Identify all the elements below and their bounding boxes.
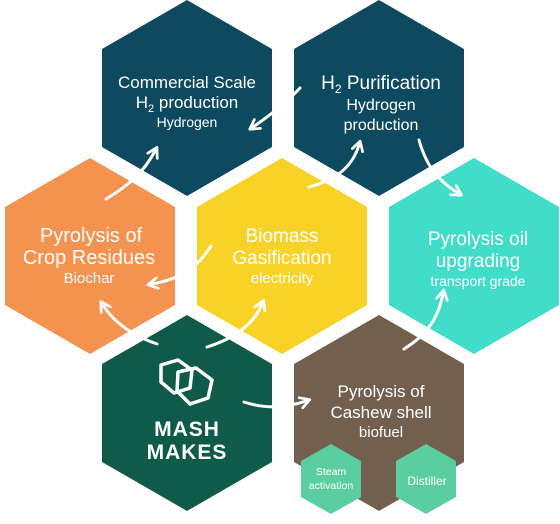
arrow-biomass-to-crop bbox=[146, 244, 213, 290]
hex-mash-makes bbox=[102, 315, 272, 511]
commercial-line2: H2 production bbox=[136, 93, 239, 115]
oil-line3: transport grade bbox=[431, 273, 526, 289]
steam-line1: Steam bbox=[316, 466, 347, 478]
hex-commercial bbox=[102, 0, 272, 196]
commercial-subscript: 2 bbox=[148, 103, 154, 115]
steam-line2: activation bbox=[309, 480, 354, 492]
mash-makes-logo-icon bbox=[159, 358, 214, 406]
biomass-line1: Biomass bbox=[246, 226, 319, 247]
purification-h: H bbox=[321, 73, 335, 94]
crop-line1: Pyrolysis of bbox=[40, 225, 143, 247]
distiller-label: Distiller bbox=[407, 474, 446, 488]
cashew-line1: Pyrolysis of bbox=[338, 382, 425, 401]
purification-title: Purification bbox=[342, 73, 441, 94]
arrow-crop-to-commercial bbox=[104, 146, 159, 201]
oil-line2: upgrading bbox=[436, 251, 521, 272]
arrow-mash-to-biomass bbox=[205, 298, 267, 349]
commercial-h: H bbox=[136, 93, 148, 112]
biomass-line3: electricity bbox=[251, 270, 314, 287]
arrow-purification-to-oil bbox=[417, 138, 463, 197]
crop-line3: Biochar bbox=[64, 270, 115, 287]
crop-line2: Crop Residues bbox=[23, 247, 155, 269]
arrow-mash-to-cashew bbox=[242, 396, 312, 410]
flow-arrows bbox=[99, 86, 463, 410]
arrow-biomass-to-purification bbox=[307, 139, 364, 189]
hex-pyrolysis-oil bbox=[389, 158, 559, 354]
mash-line1: MASH bbox=[154, 418, 220, 441]
hex-pyrolysis-crop bbox=[5, 158, 175, 354]
cashew-line3: biofuel bbox=[359, 424, 403, 441]
hex-steam-activation bbox=[301, 444, 361, 514]
hex-biomass bbox=[197, 158, 367, 354]
biomass-line2: Gasification bbox=[232, 248, 331, 269]
arrow-purification-to-commercial bbox=[248, 86, 302, 131]
purification-line3: production bbox=[344, 117, 419, 134]
oil-line1: Pyrolysis oil bbox=[428, 229, 528, 250]
purification-line1: H2 Purification bbox=[321, 73, 441, 96]
mash-line2: MAKES bbox=[147, 441, 228, 464]
commercial-line3: Hydrogen bbox=[157, 114, 218, 130]
purification-line2: Hydrogen bbox=[346, 97, 415, 114]
commercial-production: production bbox=[154, 93, 238, 112]
commercial-line1: Commercial Scale bbox=[118, 73, 256, 92]
cashew-line2: Cashew shell bbox=[330, 403, 431, 422]
purification-subscript: 2 bbox=[335, 82, 342, 96]
arrow-cashew-to-oil bbox=[402, 288, 449, 351]
hex-distiller bbox=[396, 444, 456, 514]
arrow-mash-to-crop bbox=[99, 300, 159, 346]
